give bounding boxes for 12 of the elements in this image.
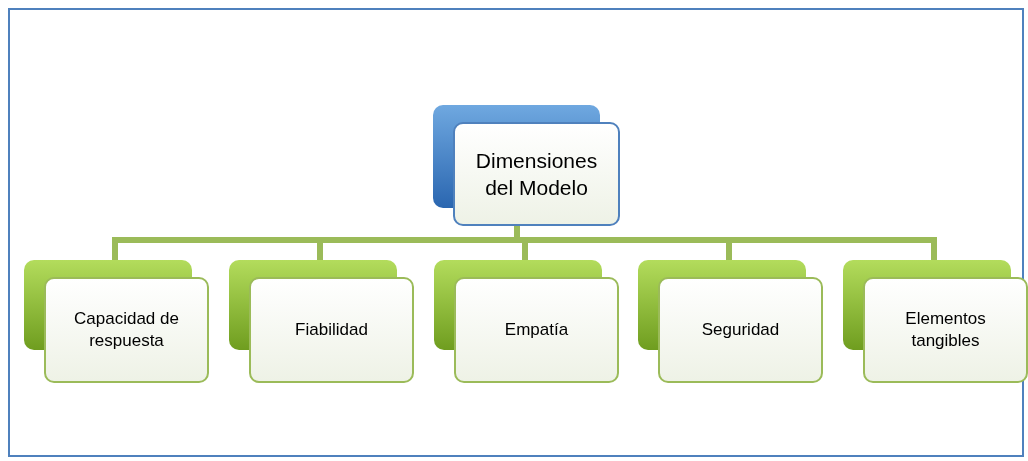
dimension-box	[843, 260, 1028, 383]
dimension-box	[24, 260, 209, 383]
dimension-box	[638, 260, 823, 383]
top-level-box	[433, 105, 620, 226]
box-label: Dimensiones del Modelo	[474, 147, 599, 201]
box-label: Empatía	[503, 318, 570, 341]
dimension-box	[229, 260, 414, 383]
box-label: Capacidad de respuesta	[73, 307, 180, 352]
box-label: Seguridad	[700, 318, 781, 341]
box-label: Elementos tangibles	[904, 307, 987, 352]
box-label: Fiabilidad	[294, 318, 369, 341]
dimension-box	[434, 260, 619, 383]
